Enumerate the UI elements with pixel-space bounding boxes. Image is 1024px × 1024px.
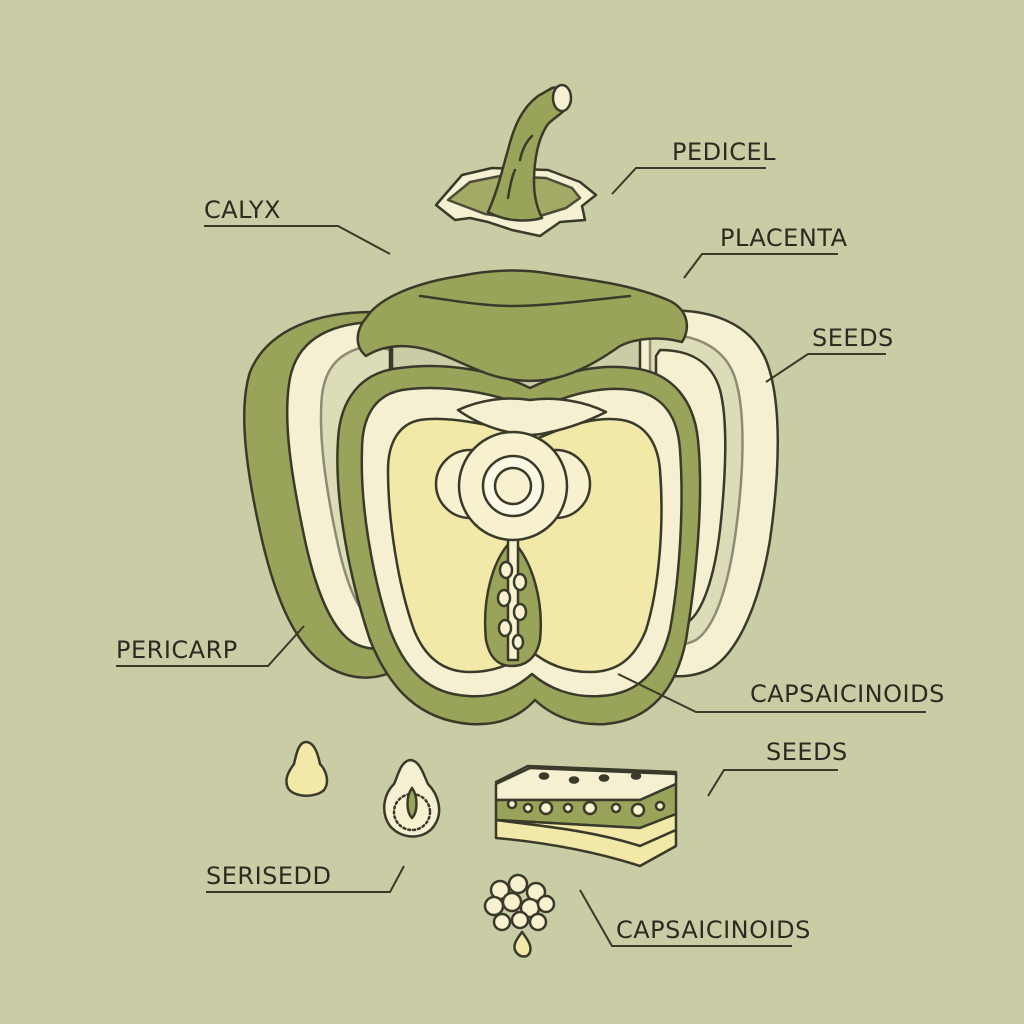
seed-cluster-icon <box>483 873 556 958</box>
leader-lines <box>116 167 926 947</box>
label-calyx: CALYX <box>204 196 281 224</box>
seed-section-icon <box>382 758 441 838</box>
seed-rosette <box>434 430 592 542</box>
pepper-cross-section <box>242 269 779 726</box>
column-seeds <box>496 560 528 651</box>
leader-placenta <box>683 253 838 279</box>
leader-seeds-top <box>765 353 886 383</box>
label-seeds-top: SEEDS <box>812 324 894 352</box>
leader-serisedd <box>206 865 405 893</box>
stem-icon <box>434 83 598 238</box>
label-serisedd: SERISEDD <box>206 862 332 890</box>
leader-capsaicinoids-bottom <box>579 889 792 947</box>
leader-calyx <box>204 225 391 255</box>
label-placenta: PLACENTA <box>720 224 848 252</box>
label-capsaicinoids-mid: CAPSAICINOIDS <box>750 680 945 708</box>
leader-pedicel <box>611 167 766 195</box>
label-seeds-bottom: SEEDS <box>766 738 848 766</box>
label-capsaicinoids-bottom: CAPSAICINOIDS <box>616 916 811 944</box>
label-pedicel: PEDICEL <box>672 138 776 166</box>
seed-icon <box>285 740 329 797</box>
leader-capsaicinoids-mid <box>617 673 926 713</box>
label-pericarp: PERICARP <box>116 636 238 664</box>
leader-seeds-bottom <box>707 769 838 797</box>
tissue-block-icon <box>494 764 678 868</box>
leader-pericarp <box>116 625 305 667</box>
